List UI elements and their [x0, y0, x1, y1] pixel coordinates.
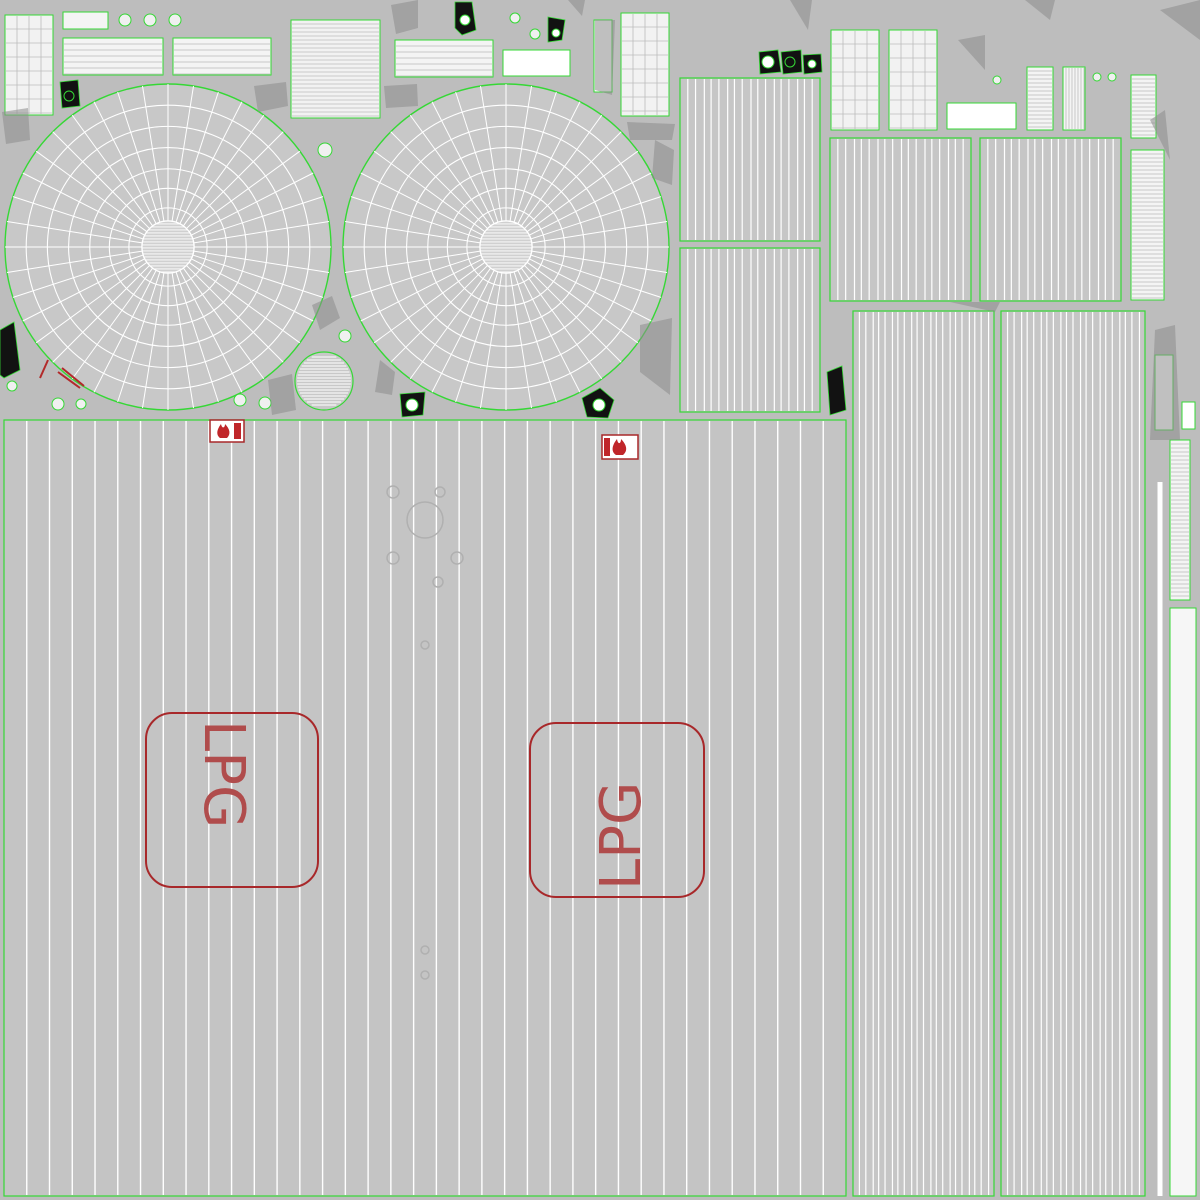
shadow-parts: [2, 0, 1200, 440]
lpg-marking-left: LPG: [145, 712, 319, 888]
flame-icon: [209, 419, 245, 443]
tank-end-cap-left: [4, 83, 332, 411]
upper-rect-panel-4: [979, 137, 1122, 302]
valve-handles: [39, 359, 85, 389]
faint-rings: [386, 485, 464, 980]
narrow-strip-panel: [1157, 482, 1197, 1197]
dark-part-holes: [63, 14, 817, 412]
lpg-label: LPG: [589, 782, 654, 890]
flame-icon: [601, 434, 639, 460]
bolt-parts: [6, 12, 1117, 411]
upper-rect-panel-1: [679, 77, 821, 242]
shell-seam-lines: [26, 421, 824, 1195]
lpg-label: LPG: [191, 720, 256, 828]
hatch-lines: [6, 14, 1189, 597]
shell-side-panel-b: [1000, 310, 1146, 1197]
vent-grille: [294, 351, 354, 411]
upper-rect-panel-3: [829, 137, 972, 302]
tank-end-cap-right: [342, 83, 670, 411]
shell-side-panel-a: [852, 310, 995, 1197]
lpg-marking-right: LPG: [529, 722, 705, 898]
main-shell-panel: [3, 419, 847, 1197]
upper-rect-panel-2: [679, 247, 821, 413]
